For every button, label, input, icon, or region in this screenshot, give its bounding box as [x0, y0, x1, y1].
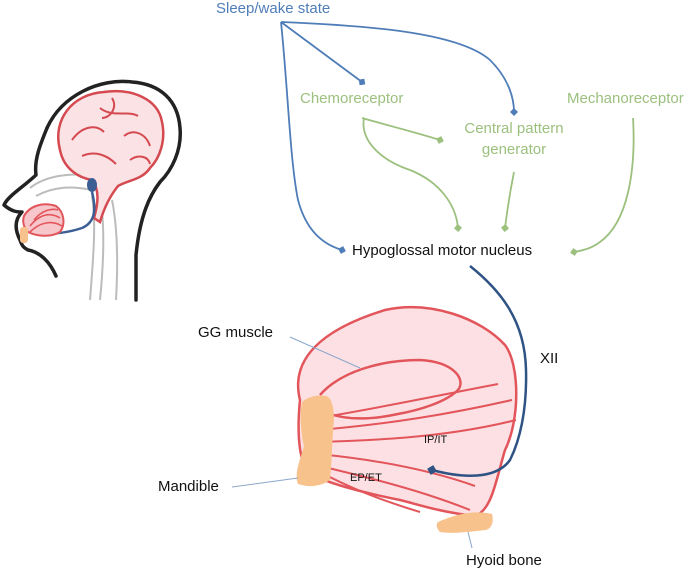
- head-illustration: [2, 79, 182, 302]
- nucleus-marker: [87, 178, 97, 192]
- link-chemo-to-cpg: [361, 117, 444, 144]
- link-sleep-to-cpg: [280, 21, 518, 116]
- hypoglossal-nucleus-label: Hypoglossal motor nucleus: [352, 242, 533, 259]
- mandible-bone: [296, 395, 334, 487]
- gg-muscle-label: GG muscle: [198, 324, 274, 341]
- mandible-pointer: [231, 477, 299, 488]
- link-sleep-to-hypoglossal: [280, 21, 346, 254]
- link-cpg-to-hypoglossal: [501, 171, 515, 232]
- genioglossus-illustration: [296, 305, 518, 533]
- cpg-label-line2: generator: [481, 141, 547, 158]
- link-chemo-to-hypoglossal: [362, 117, 462, 232]
- ip-it-label: IP/IT: [424, 434, 448, 446]
- cpg-label-line1: Central pattern: [464, 120, 564, 137]
- link-sleep-to-chemoreceptor: [280, 21, 366, 86]
- hyoid-bone-label: Hyoid bone: [466, 552, 542, 569]
- nerve-xii-label: XII: [540, 350, 559, 367]
- face-profile-outline: [45, 79, 182, 302]
- gg-inner-fold: [319, 358, 462, 420]
- chemoreceptor-label: Chemoreceptor: [300, 90, 404, 107]
- ep-et-label: EP/ET: [350, 472, 382, 484]
- hyoid-bone: [436, 512, 493, 533]
- gg-muscle-pointer: [289, 336, 361, 369]
- sensory-connections: [361, 117, 635, 256]
- hypoglossal-nerve-xii: [427, 265, 528, 477]
- mandible-label: Mandible: [158, 478, 219, 495]
- sleep-wake-connections: [280, 21, 518, 254]
- link-mechano-to-hypoglossal: [570, 117, 635, 256]
- face-front-outline: [2, 126, 58, 278]
- hyoid-pointer: [467, 531, 473, 549]
- mechanoreceptor-label: Mechanoreceptor: [567, 90, 684, 107]
- sleep-wake-label: Sleep/wake state: [216, 0, 331, 17]
